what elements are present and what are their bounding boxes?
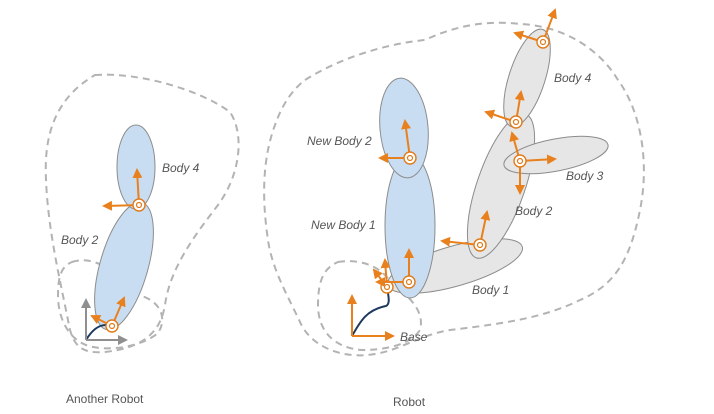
caption-robot: Robot — [393, 395, 426, 409]
another-joint-frame-2 — [90, 296, 126, 333]
joint-frame-body-3 — [509, 131, 557, 195]
body-4 — [503, 28, 551, 128]
label-body-3: Body 3 — [566, 169, 604, 183]
label-new-body-1: New Body 1 — [311, 218, 376, 232]
robot-inner-boundary — [316, 260, 422, 352]
caption-another-robot: Another Robot — [66, 392, 144, 406]
joint-frame-new-body-2 — [378, 119, 417, 165]
base-frame-icon — [347, 294, 395, 341]
another-body-2 — [94, 201, 154, 331]
another-robot: Body 4 Body 2 Another Robot — [44, 73, 240, 406]
label-new-body-2: New Body 2 — [307, 134, 372, 148]
another-body-4 — [116, 124, 156, 210]
label-body-1: Body 1 — [472, 283, 509, 297]
label-another-body-4: Body 4 — [162, 161, 200, 175]
new-body-2 — [379, 77, 429, 179]
label-another-body-2: Body 2 — [61, 233, 99, 247]
joint-frame-new-body-1 — [375, 248, 416, 289]
joint-frame-body-2 — [440, 210, 491, 252]
label-body-2: Body 2 — [515, 204, 553, 218]
label-base: Base — [400, 330, 428, 344]
joint-frame-body-4-top — [513, 8, 557, 49]
robot: New Body 2 New Body 1 Body 4 Body 3 Body… — [263, 8, 645, 409]
another-joint-frame-4 — [102, 168, 146, 212]
label-body-4: Body 4 — [554, 71, 592, 85]
another-robot-inner-boundary — [56, 259, 164, 350]
robot-boundary — [263, 21, 645, 357]
another-base-frame-icon — [81, 298, 128, 345]
joint-frame-body-4-lower — [484, 90, 525, 129]
base-curve — [351, 287, 390, 337]
